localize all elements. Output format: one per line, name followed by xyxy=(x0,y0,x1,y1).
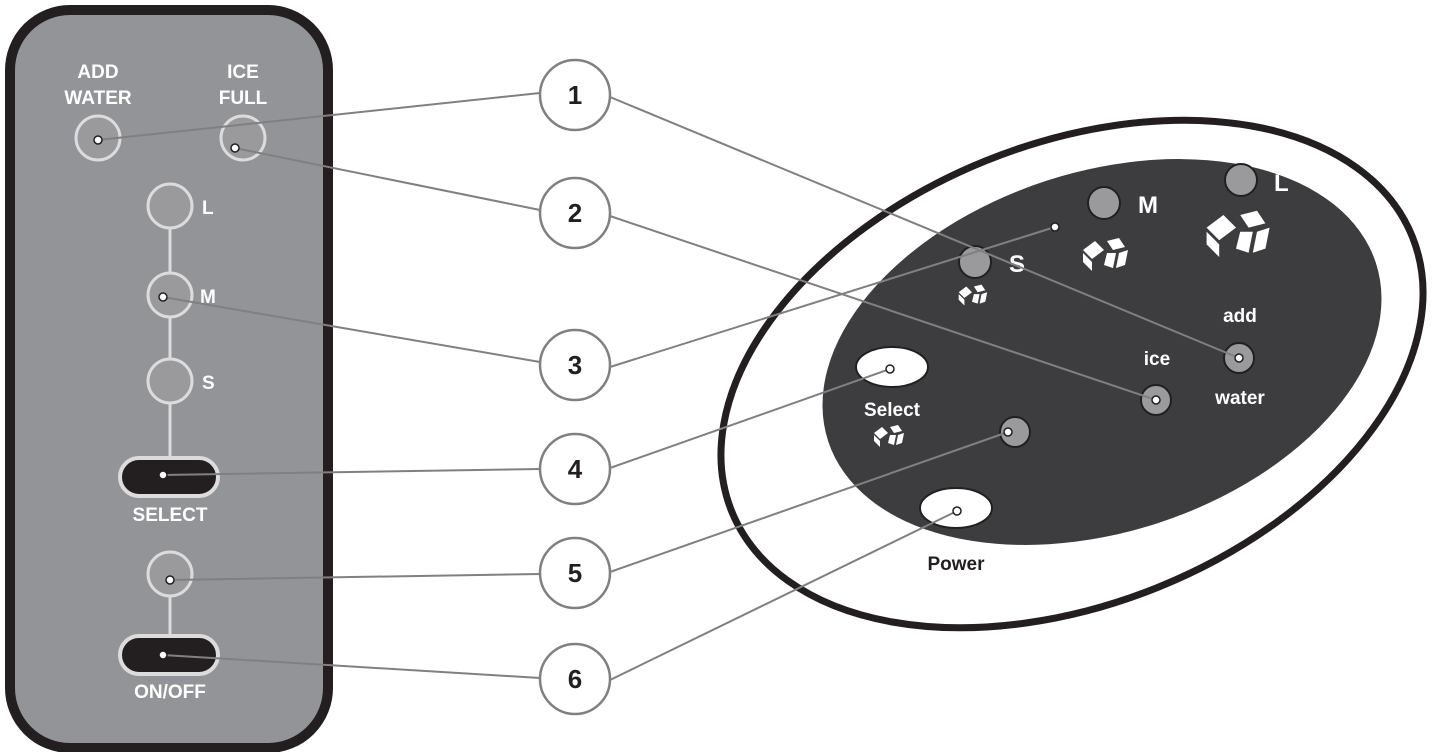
callout-1-label: 1 xyxy=(568,80,582,110)
right-select-label: Select xyxy=(864,400,921,421)
callout-3 xyxy=(538,328,612,402)
right-control-panel: L M S add water ice Select Power xyxy=(717,116,1427,632)
select-label: SELECT xyxy=(133,505,208,526)
leader-1-left xyxy=(97,92,541,141)
callout-2-label: 2 xyxy=(568,198,582,228)
size-l-label: L xyxy=(202,198,214,219)
right-size-l-label: L xyxy=(1274,170,1289,197)
ice-label: ice xyxy=(1144,349,1170,370)
endpoint-right-select xyxy=(885,364,895,374)
onoff-label: ON/OFF xyxy=(134,682,206,703)
endpoint-right-add-water xyxy=(1234,353,1244,363)
power-indicator xyxy=(146,550,194,598)
callout-6 xyxy=(538,642,612,716)
callout-circles: 1 2 3 4 5 6 xyxy=(538,58,612,716)
endpoint-power-led xyxy=(165,575,175,585)
callout-5-label: 5 xyxy=(568,558,582,588)
leader-lines xyxy=(97,92,1240,681)
endpoint-ice-full xyxy=(230,143,240,153)
right-power-indicator xyxy=(999,416,1031,448)
leader-6-right xyxy=(609,510,958,681)
leader-4-right xyxy=(609,368,891,469)
left-control-panel: ADD WATER ICE FULL L M S SELECT ON/OFF xyxy=(5,5,333,752)
endpoint-add-water xyxy=(93,135,103,145)
endpoint-right-size xyxy=(1050,222,1060,232)
leader-3-left xyxy=(162,296,541,363)
water-label: water xyxy=(1214,388,1265,409)
right-size-l-indicator xyxy=(1224,163,1258,197)
power-label: Power xyxy=(927,554,985,575)
size-s-label: S xyxy=(202,373,215,394)
callout-6-label: 6 xyxy=(568,664,582,694)
ice-full-label-line2: FULL xyxy=(219,88,268,109)
callout-5 xyxy=(538,536,612,610)
leader-6-left xyxy=(162,654,541,679)
size-m-label: M xyxy=(200,287,216,308)
leader-2-right xyxy=(609,215,1157,401)
size-m-indicator xyxy=(146,271,194,319)
leader-endpoints xyxy=(93,135,1244,660)
callout-4-label: 4 xyxy=(568,454,583,484)
right-size-s-label: S xyxy=(1009,251,1025,278)
leader-5-right xyxy=(609,431,1009,573)
endpoint-right-ice xyxy=(1151,395,1161,405)
callout-4 xyxy=(538,432,612,506)
endpoint-right-power-led xyxy=(1003,427,1013,437)
endpoint-right-power xyxy=(952,506,962,516)
leader-1-right xyxy=(609,96,1240,359)
right-size-s-indicator xyxy=(958,245,992,279)
leader-3-right xyxy=(609,226,1056,368)
callout-3-label: 3 xyxy=(568,350,582,380)
add-label: add xyxy=(1223,306,1257,327)
ice-full-label-line1: ICE xyxy=(227,62,259,83)
size-l-indicator xyxy=(146,182,194,230)
leader-5-left xyxy=(169,573,541,581)
endpoint-select xyxy=(158,470,168,480)
select-button[interactable] xyxy=(118,456,220,498)
add-water-label-line1: ADD xyxy=(77,62,118,83)
leader-4-left xyxy=(162,468,541,476)
callout-2 xyxy=(538,176,612,250)
callout-1 xyxy=(538,58,612,132)
size-s-indicator xyxy=(146,357,194,405)
endpoint-size-m xyxy=(158,292,168,302)
right-size-m-indicator xyxy=(1087,186,1121,220)
leader-2-left xyxy=(234,147,541,211)
add-water-label-line2: WATER xyxy=(64,88,131,109)
right-size-m-label: M xyxy=(1138,192,1158,219)
endpoint-onoff xyxy=(158,650,168,660)
